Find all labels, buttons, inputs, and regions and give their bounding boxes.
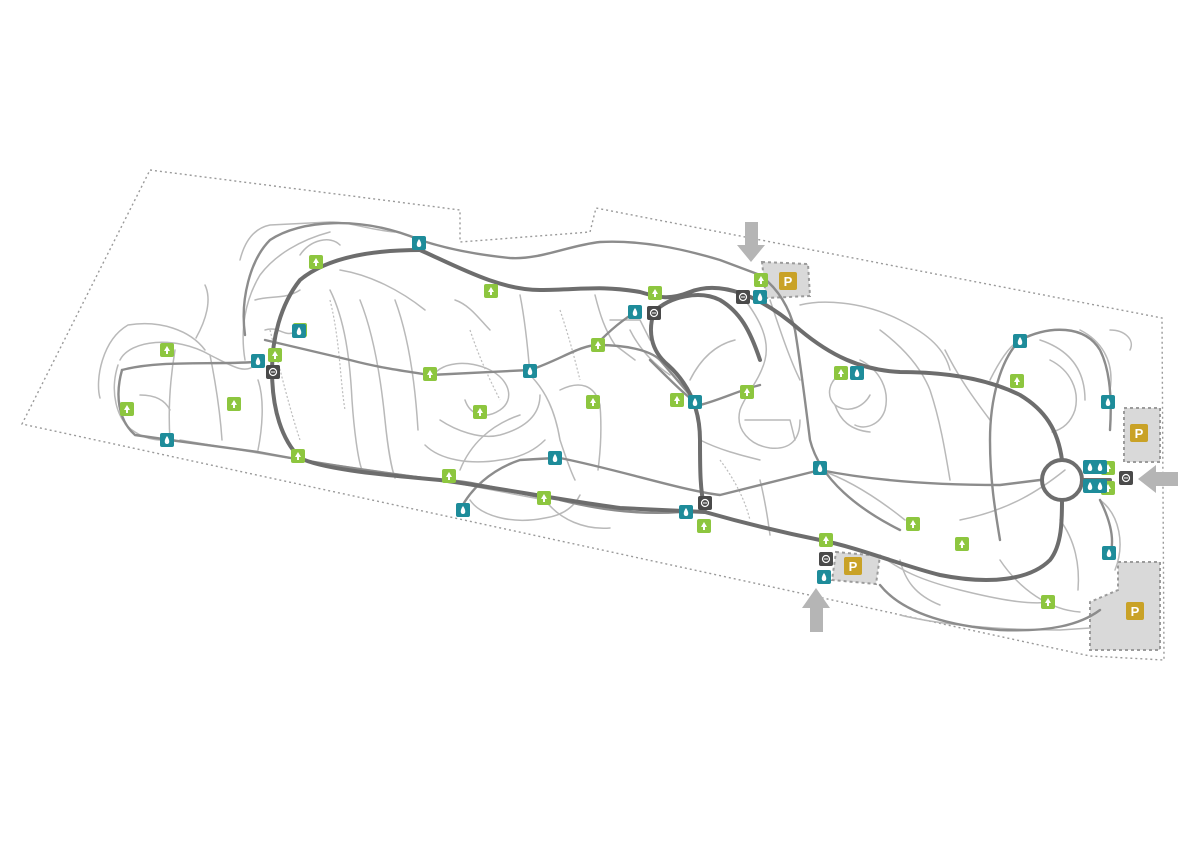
tree-icon[interactable] — [591, 338, 605, 352]
info-drop-icon[interactable] — [160, 433, 174, 447]
footpaths — [97, 221, 1132, 631]
info-drop-icon[interactable] — [753, 290, 767, 304]
markers-layer: P P P P — [120, 236, 1148, 620]
tree-icon[interactable] — [423, 367, 437, 381]
main-roads — [270, 248, 1112, 582]
tree-icon[interactable] — [697, 519, 711, 533]
parking-icon[interactable]: P — [844, 557, 862, 575]
info-drop-icon[interactable] — [817, 570, 831, 584]
info-drop-icon[interactable] — [1102, 546, 1116, 560]
tree-icon[interactable] — [670, 393, 684, 407]
entrance-gate-icon[interactable] — [266, 365, 280, 379]
tree-icon[interactable] — [819, 533, 833, 547]
parking-label: P — [784, 274, 793, 289]
tree-icon[interactable] — [291, 449, 305, 463]
entrance-arrows — [737, 222, 1178, 632]
tree-icon[interactable] — [1010, 374, 1024, 388]
entrance-gate-icon[interactable] — [819, 552, 833, 566]
tree-icon[interactable] — [442, 469, 456, 483]
info-drop-icon[interactable] — [688, 395, 702, 409]
tree-icon[interactable] — [586, 395, 600, 409]
tree-icon[interactable] — [648, 286, 662, 300]
parking-icon[interactable]: P — [1126, 602, 1144, 620]
secondary-roads — [117, 221, 1114, 632]
tree-icon[interactable] — [227, 397, 241, 411]
parking-label: P — [1131, 604, 1140, 619]
tree-icon[interactable] — [537, 491, 551, 505]
info-drop-icon[interactable] — [412, 236, 426, 250]
info-drop-icon[interactable] — [850, 366, 864, 380]
entrance-arrow-icon — [1138, 465, 1178, 493]
entrance-gate-icon[interactable] — [1119, 471, 1133, 485]
tree-icon[interactable] — [906, 517, 920, 531]
info-drop-icon[interactable] — [1093, 460, 1107, 474]
info-drop-icon[interactable] — [1093, 479, 1107, 493]
tree-icon[interactable] — [309, 255, 323, 269]
info-drop-icon[interactable] — [292, 324, 306, 338]
entrance-arrow-icon — [802, 588, 830, 632]
info-drop-icon[interactable] — [251, 354, 265, 368]
tree-icon[interactable] — [834, 366, 848, 380]
parking-label: P — [1135, 426, 1144, 441]
info-drop-icon[interactable] — [679, 505, 693, 519]
tree-icon[interactable] — [1041, 595, 1055, 609]
entrance-gate-icon[interactable] — [736, 290, 750, 304]
tree-icon[interactable] — [484, 284, 498, 298]
info-drop-icon[interactable] — [523, 364, 537, 378]
entrance-arrow-icon — [737, 222, 765, 262]
parking-label: P — [849, 559, 858, 574]
info-drop-icon[interactable] — [548, 451, 562, 465]
tree-icon[interactable] — [754, 273, 768, 287]
tree-icon[interactable] — [268, 348, 282, 362]
entrance-gate-icon[interactable] — [647, 306, 661, 320]
info-drop-icon[interactable] — [1013, 334, 1027, 348]
tree-icon[interactable] — [473, 405, 487, 419]
tree-icon[interactable] — [740, 385, 754, 399]
info-drop-icon[interactable] — [628, 305, 642, 319]
tree-icon[interactable] — [160, 343, 174, 357]
info-drop-icon[interactable] — [456, 503, 470, 517]
tree-icon[interactable] — [120, 402, 134, 416]
parking-icon[interactable]: P — [1130, 424, 1148, 442]
parking-area-southeast — [1089, 561, 1161, 651]
info-drop-icon[interactable] — [813, 461, 827, 475]
info-drop-icon[interactable] — [1101, 395, 1115, 409]
parking-icon[interactable]: P — [779, 272, 797, 290]
tree-icon[interactable] — [955, 537, 969, 551]
entrance-gate-icon[interactable] — [698, 496, 712, 510]
